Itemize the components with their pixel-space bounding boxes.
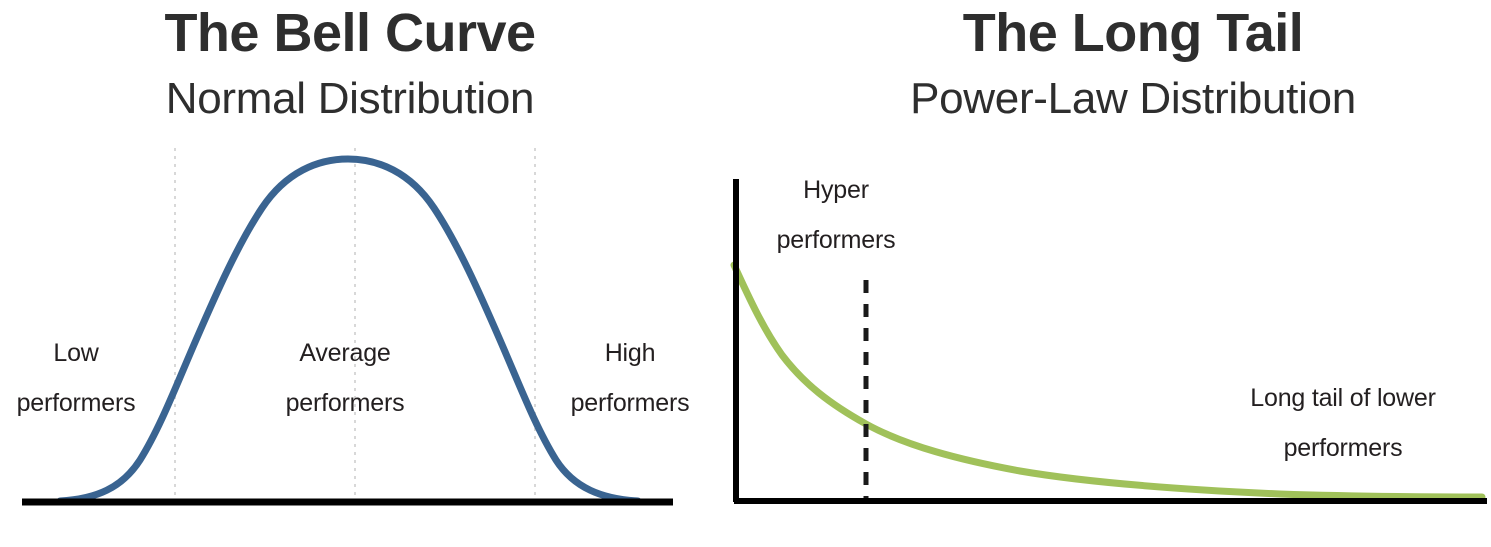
- normal-distribution-curve: [56, 155, 642, 505]
- long-tail-plot: [730, 179, 1487, 504]
- long-tail-subtitle: Power-Law Distribution: [910, 74, 1356, 123]
- annotation-long-tail-performers-line1: Long tail of lower: [1250, 384, 1436, 412]
- bell-curve-plot: [22, 148, 673, 506]
- annotation-average-performers-line2: performers: [285, 389, 405, 417]
- annotation-long-tail-performers-line2: performers: [1283, 434, 1403, 462]
- power-law-curve: [730, 261, 1486, 501]
- annotation-high-performers: High performers: [538, 328, 722, 428]
- annotation-low-performers-line2: performers: [16, 389, 136, 417]
- bell-curve-panel: The Bell Curve Normal Distribution Low p…: [0, 0, 720, 547]
- bell-curve-title: The Bell Curve: [164, 3, 536, 63]
- annotation-high-performers-line1: High: [604, 339, 656, 367]
- annotation-hyper-performers-line2: performers: [776, 226, 896, 254]
- annotation-average-performers: Average performers: [242, 328, 448, 428]
- bell-curve-subtitle: Normal Distribution: [165, 74, 535, 123]
- long-tail-panel: The Long Tail Power-Law Distribution Hyp…: [720, 0, 1491, 547]
- annotation-hyper-performers: Hyper performers: [736, 165, 936, 265]
- annotation-low-performers-line1: Low: [53, 339, 99, 367]
- annotation-long-tail-performers: Long tail of lower performers: [1198, 373, 1488, 473]
- annotation-high-performers-line2: performers: [570, 389, 690, 417]
- long-tail-title: The Long Tail: [962, 3, 1304, 63]
- annotation-low-performers: Low performers: [0, 328, 152, 428]
- annotation-average-performers-line1: Average: [299, 339, 391, 367]
- annotation-hyper-performers-line1: Hyper: [803, 176, 869, 204]
